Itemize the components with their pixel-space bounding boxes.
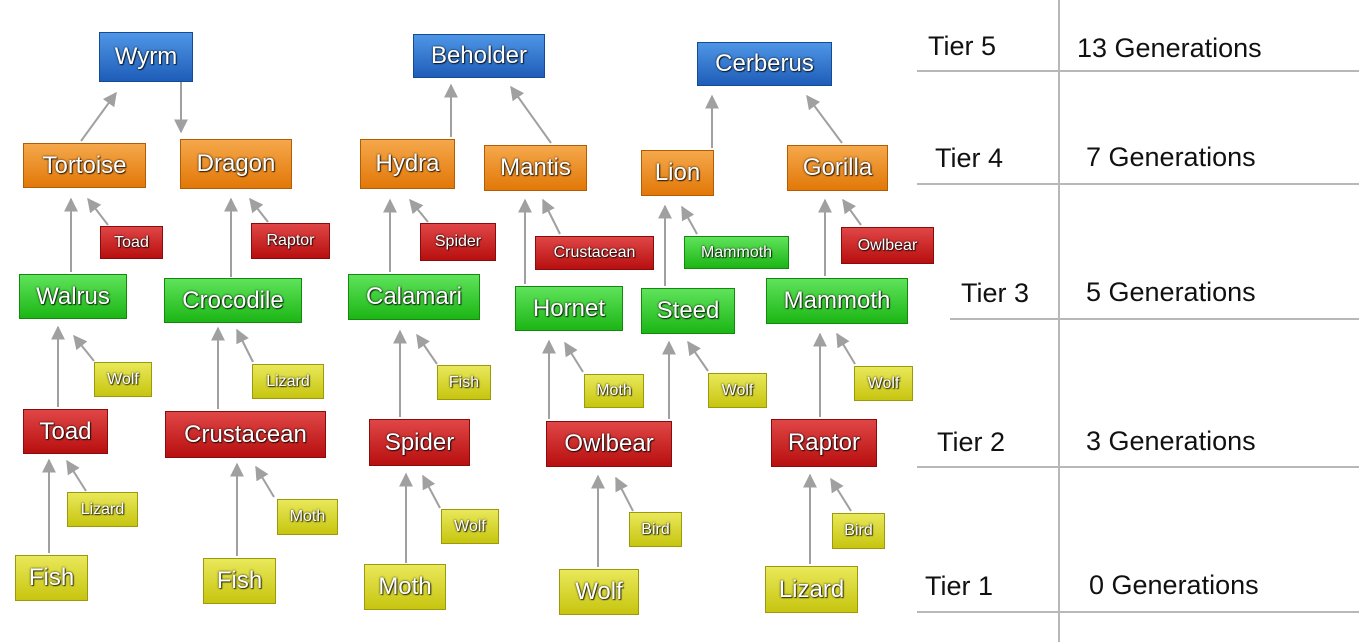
- arrow-26: [564, 341, 584, 373]
- arrow-40: [830, 477, 852, 512]
- node-lizard: Lizard: [765, 566, 858, 613]
- arrow-8: [73, 334, 95, 362]
- arrow-38: [836, 332, 856, 365]
- node-spider: Spider: [369, 419, 470, 466]
- node-moth-small-1: Moth: [584, 374, 644, 408]
- node-mammoth: Mammoth: [766, 278, 908, 324]
- generations-label-2: 3 Generations: [1086, 426, 1256, 456]
- node-crustacean: Crustacean: [165, 411, 326, 458]
- arrow-4: [87, 197, 109, 226]
- node-spider-small: Spider: [420, 223, 496, 261]
- node-moth: Moth: [364, 564, 446, 610]
- node-fish-small-1: Fish: [437, 365, 491, 400]
- node-raptor-small: Raptor: [251, 223, 330, 259]
- node-hydra: Hydra: [360, 139, 455, 189]
- node-fish-2: Fish: [203, 558, 276, 604]
- tier-label-3: Tier 3: [961, 278, 1030, 308]
- arrow-34: [806, 94, 843, 144]
- arrow-28: [615, 476, 634, 512]
- generations-label-4: 7 Generations: [1086, 142, 1256, 172]
- node-mantis: Mantis: [484, 145, 587, 191]
- arrow-10: [236, 328, 254, 363]
- node-beholder: Beholder: [413, 34, 545, 78]
- node-wolf-small-1: Wolf: [94, 362, 152, 397]
- node-fish-1: Fish: [15, 555, 88, 601]
- arrow-22: [422, 474, 441, 509]
- arrow-16: [409, 198, 429, 223]
- arrow-36: [842, 198, 862, 226]
- node-dragon: Dragon: [180, 139, 292, 189]
- node-wolf-small-2: Wolf: [708, 373, 767, 408]
- tier-label-2: Tier 2: [937, 427, 1006, 457]
- node-steed: Steed: [641, 288, 735, 334]
- arrow-32: [687, 340, 709, 372]
- node-cerberus: Cerberus: [697, 42, 832, 86]
- node-walrus: Walrus: [19, 274, 127, 319]
- node-lion: Lion: [641, 150, 714, 196]
- arrow-14: [255, 465, 275, 498]
- generations-label-1: 0 Generations: [1089, 570, 1259, 600]
- node-wolf-small-3: Wolf: [854, 366, 913, 401]
- arrow-20: [416, 333, 438, 365]
- node-raptor: Raptor: [771, 419, 877, 467]
- arrow-2: [80, 91, 117, 142]
- node-bird-small-2: Bird: [832, 513, 885, 549]
- node-owlbear-small: Owlbear: [841, 227, 934, 264]
- node-calamari: Calamari: [348, 274, 480, 320]
- generations-label-3: 5 Generations: [1086, 277, 1256, 307]
- generations-label-5: 13 Generations: [1077, 33, 1262, 63]
- node-hornet: Hornet: [515, 286, 623, 331]
- node-lizard-small-1: Lizard: [252, 364, 324, 399]
- node-mammoth-small: Mammoth: [684, 236, 789, 269]
- node-tortoise: Tortoise: [23, 143, 146, 188]
- node-toad: Toad: [23, 409, 108, 454]
- node-wyrm: Wyrm: [99, 32, 193, 82]
- node-crocodile: Crocodile: [164, 278, 302, 323]
- node-owlbear: Owlbear: [546, 421, 672, 467]
- node-lizard-small-2: Lizard: [67, 492, 138, 527]
- arrow-24: [542, 198, 561, 235]
- node-bird-small-1: Bird: [629, 512, 682, 547]
- arrow-12: [66, 459, 87, 492]
- node-wolf-small-4: Wolf: [441, 509, 499, 544]
- tier-label-5: Tier 5: [928, 31, 997, 61]
- tier-label-4: Tier 4: [935, 143, 1004, 173]
- arrow-18: [510, 85, 552, 144]
- arrow-30: [681, 205, 698, 235]
- node-crustacean-small: Crustacean: [535, 236, 654, 270]
- node-gorilla: Gorilla: [787, 145, 888, 191]
- arrow-6: [249, 197, 269, 223]
- tier-label-1: Tier 1: [925, 571, 994, 601]
- node-moth-small-2: Moth: [277, 499, 338, 535]
- node-wolf: Wolf: [559, 569, 639, 615]
- node-toad-small: Toad: [100, 226, 163, 259]
